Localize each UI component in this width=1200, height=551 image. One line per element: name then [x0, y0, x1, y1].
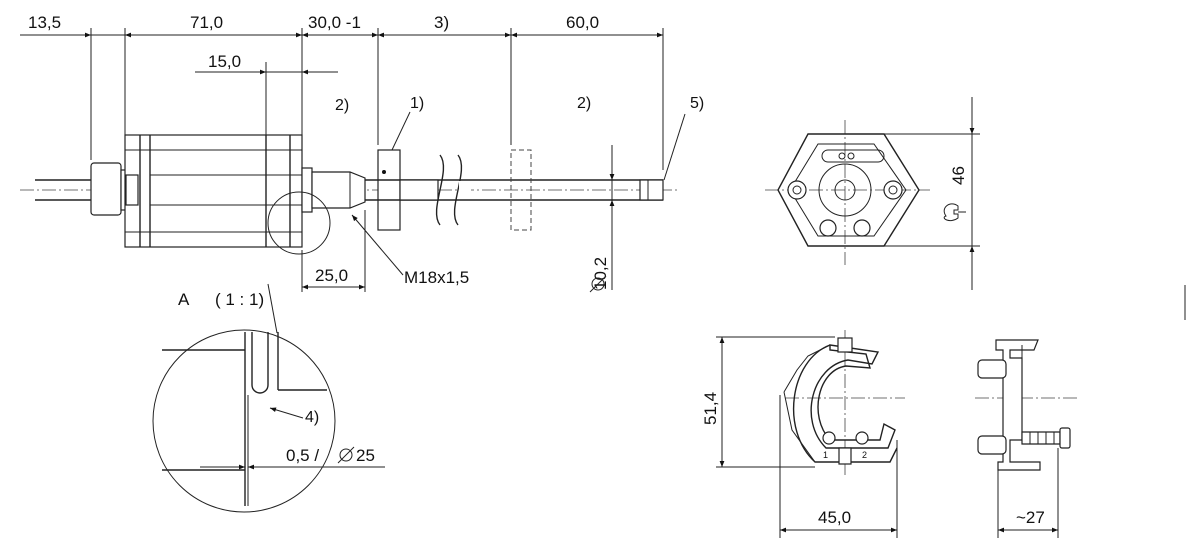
dim-detail-gap: 0,5 /	[286, 446, 319, 465]
pin-label-2: 2	[862, 450, 867, 460]
holder-front-view: 1 2	[783, 330, 905, 475]
dim-45-0: 45,0	[779, 395, 898, 538]
dim-25-0-label: 25,0	[315, 266, 348, 285]
pin-label-1: 1	[823, 450, 828, 460]
diameter-icon	[589, 275, 607, 293]
note-5: 5)	[690, 95, 704, 112]
dim-25-0: 25,0	[301, 210, 366, 292]
top-dimension-chain: 13,5 71,0 30,0 -1 3) 60,0 15,0	[20, 13, 664, 170]
dim-27-label: ~27	[1016, 508, 1045, 527]
note-1: 1)	[410, 95, 424, 112]
note-2-left: 2)	[335, 97, 349, 114]
dim-27: ~27	[997, 448, 1059, 538]
dim-60-0: 60,0	[566, 13, 599, 32]
dim-51-4-label: 51,4	[701, 392, 720, 425]
dim-46-label: 46	[949, 166, 968, 185]
detail-scale: ( 1 : 1)	[215, 290, 264, 309]
detail-letter: A	[178, 290, 190, 309]
dim-45-0-label: 45,0	[818, 508, 851, 527]
dim-dia-10-2: 10,2	[589, 145, 615, 293]
note-4: 4)	[305, 409, 319, 426]
dim-15-0: 15,0	[208, 52, 241, 71]
thread-label: M18x1,5	[404, 268, 469, 287]
dim-71-0: 71,0	[190, 13, 223, 32]
front-view-hexagon	[765, 120, 930, 265]
dim-51-4: 51,4	[701, 336, 835, 468]
dim-13-5: 13,5	[28, 13, 61, 32]
dim-30-0: 30,0 -1	[308, 13, 361, 32]
sensor-side-view	[20, 134, 680, 255]
detail-a: A ( 1 : 1) 4) 0,5 / 25	[152, 283, 385, 513]
wrench-icon	[943, 203, 966, 222]
diameter-icon	[337, 446, 355, 464]
dim-46: 46	[884, 97, 980, 290]
dim-detail-dia: 25	[356, 446, 375, 465]
note-2-right: 2)	[577, 95, 591, 112]
dim-10-2-label: 10,2	[591, 257, 610, 290]
holder-side-view	[975, 339, 1080, 471]
dim-note-3: 3)	[434, 13, 449, 32]
